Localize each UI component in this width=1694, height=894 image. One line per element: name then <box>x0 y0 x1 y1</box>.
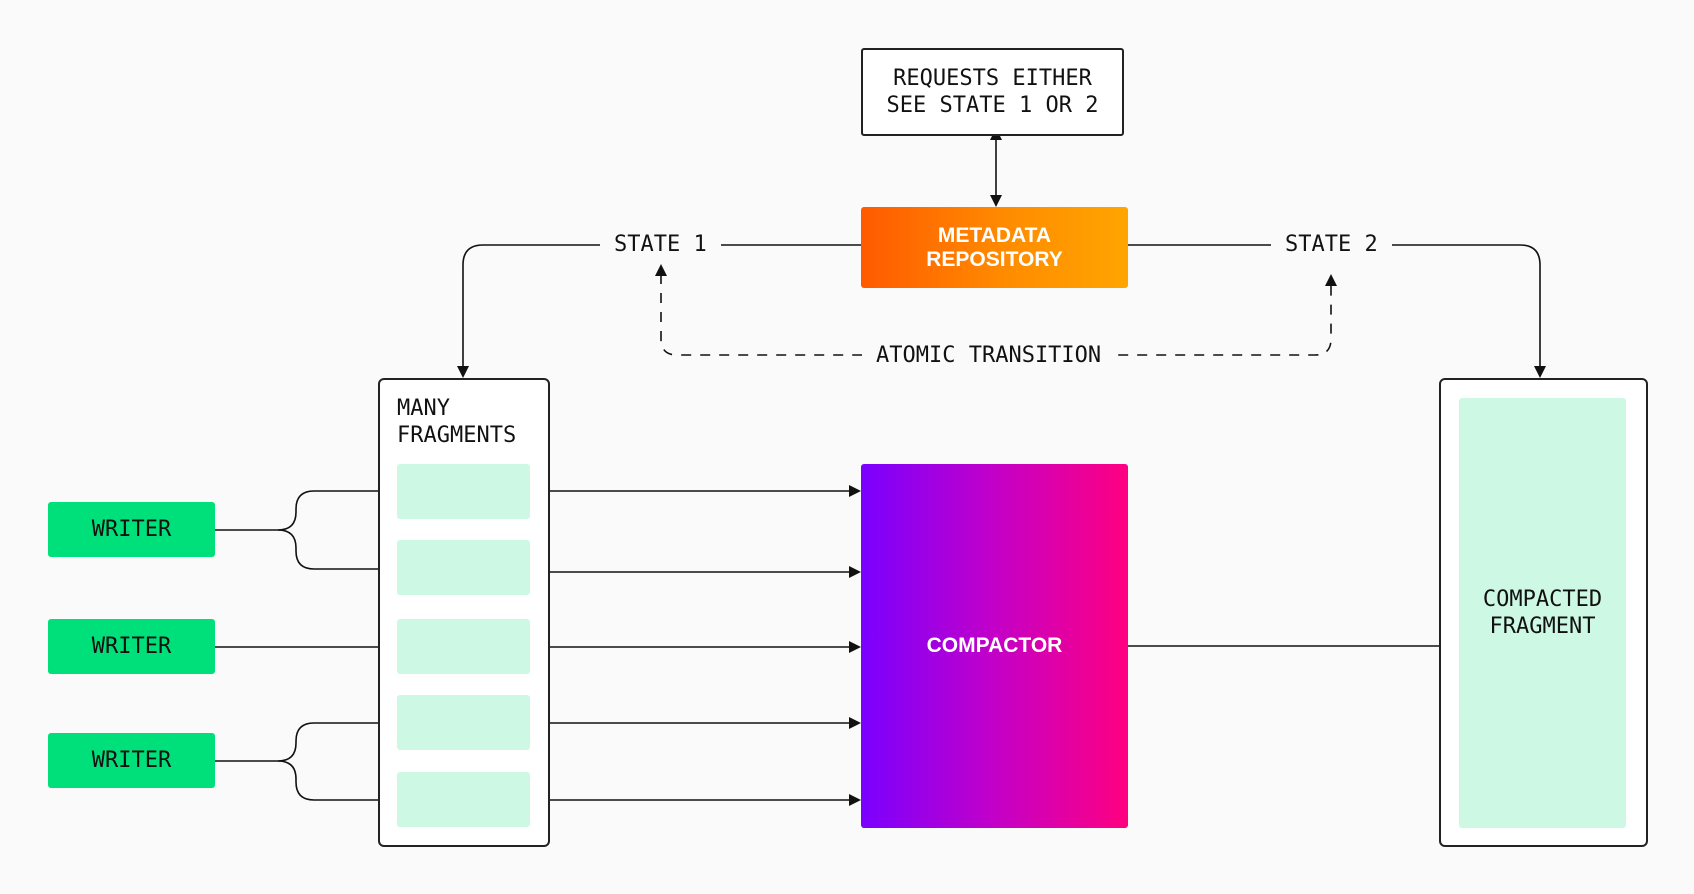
fragment-4 <box>397 695 530 750</box>
writer-1-label: WRITER <box>91 517 172 542</box>
fragment-2 <box>397 540 530 595</box>
state2-line <box>1128 244 1546 378</box>
atomic-transition-line <box>655 264 1337 356</box>
fragment-5 <box>397 772 530 827</box>
compacted-fragment: COMPACTED FRAGMENT <box>1459 398 1626 828</box>
many-fragments-title: MANY FRAGMENTS <box>397 396 517 448</box>
writer3-to-fragment4 <box>215 717 397 762</box>
atomic-transition-label: ATOMIC TRANSITION <box>862 342 1116 369</box>
state1-line <box>457 244 861 378</box>
writer-3-label: WRITER <box>91 748 172 773</box>
metadata-repository: METADATA REPOSITORY <box>861 207 1128 288</box>
writer-1: WRITER <box>48 502 215 557</box>
many-fragments-container <box>378 378 550 847</box>
state2-label: STATE 2 <box>1271 231 1392 258</box>
writer1-to-fragment2 <box>277 529 397 575</box>
writer1-to-fragment1 <box>215 485 397 531</box>
fragment-1 <box>397 464 530 519</box>
compactor: COMPACTOR <box>861 464 1128 828</box>
writer-3: WRITER <box>48 733 215 788</box>
writer3-to-fragment5 <box>277 760 397 806</box>
state1-label: STATE 1 <box>600 231 721 258</box>
fragment-3 <box>397 619 530 674</box>
requests-box: REQUESTS EITHER SEE STATE 1 OR 2 <box>861 48 1124 136</box>
writer-2: WRITER <box>48 619 215 674</box>
writer-2-label: WRITER <box>91 634 172 659</box>
